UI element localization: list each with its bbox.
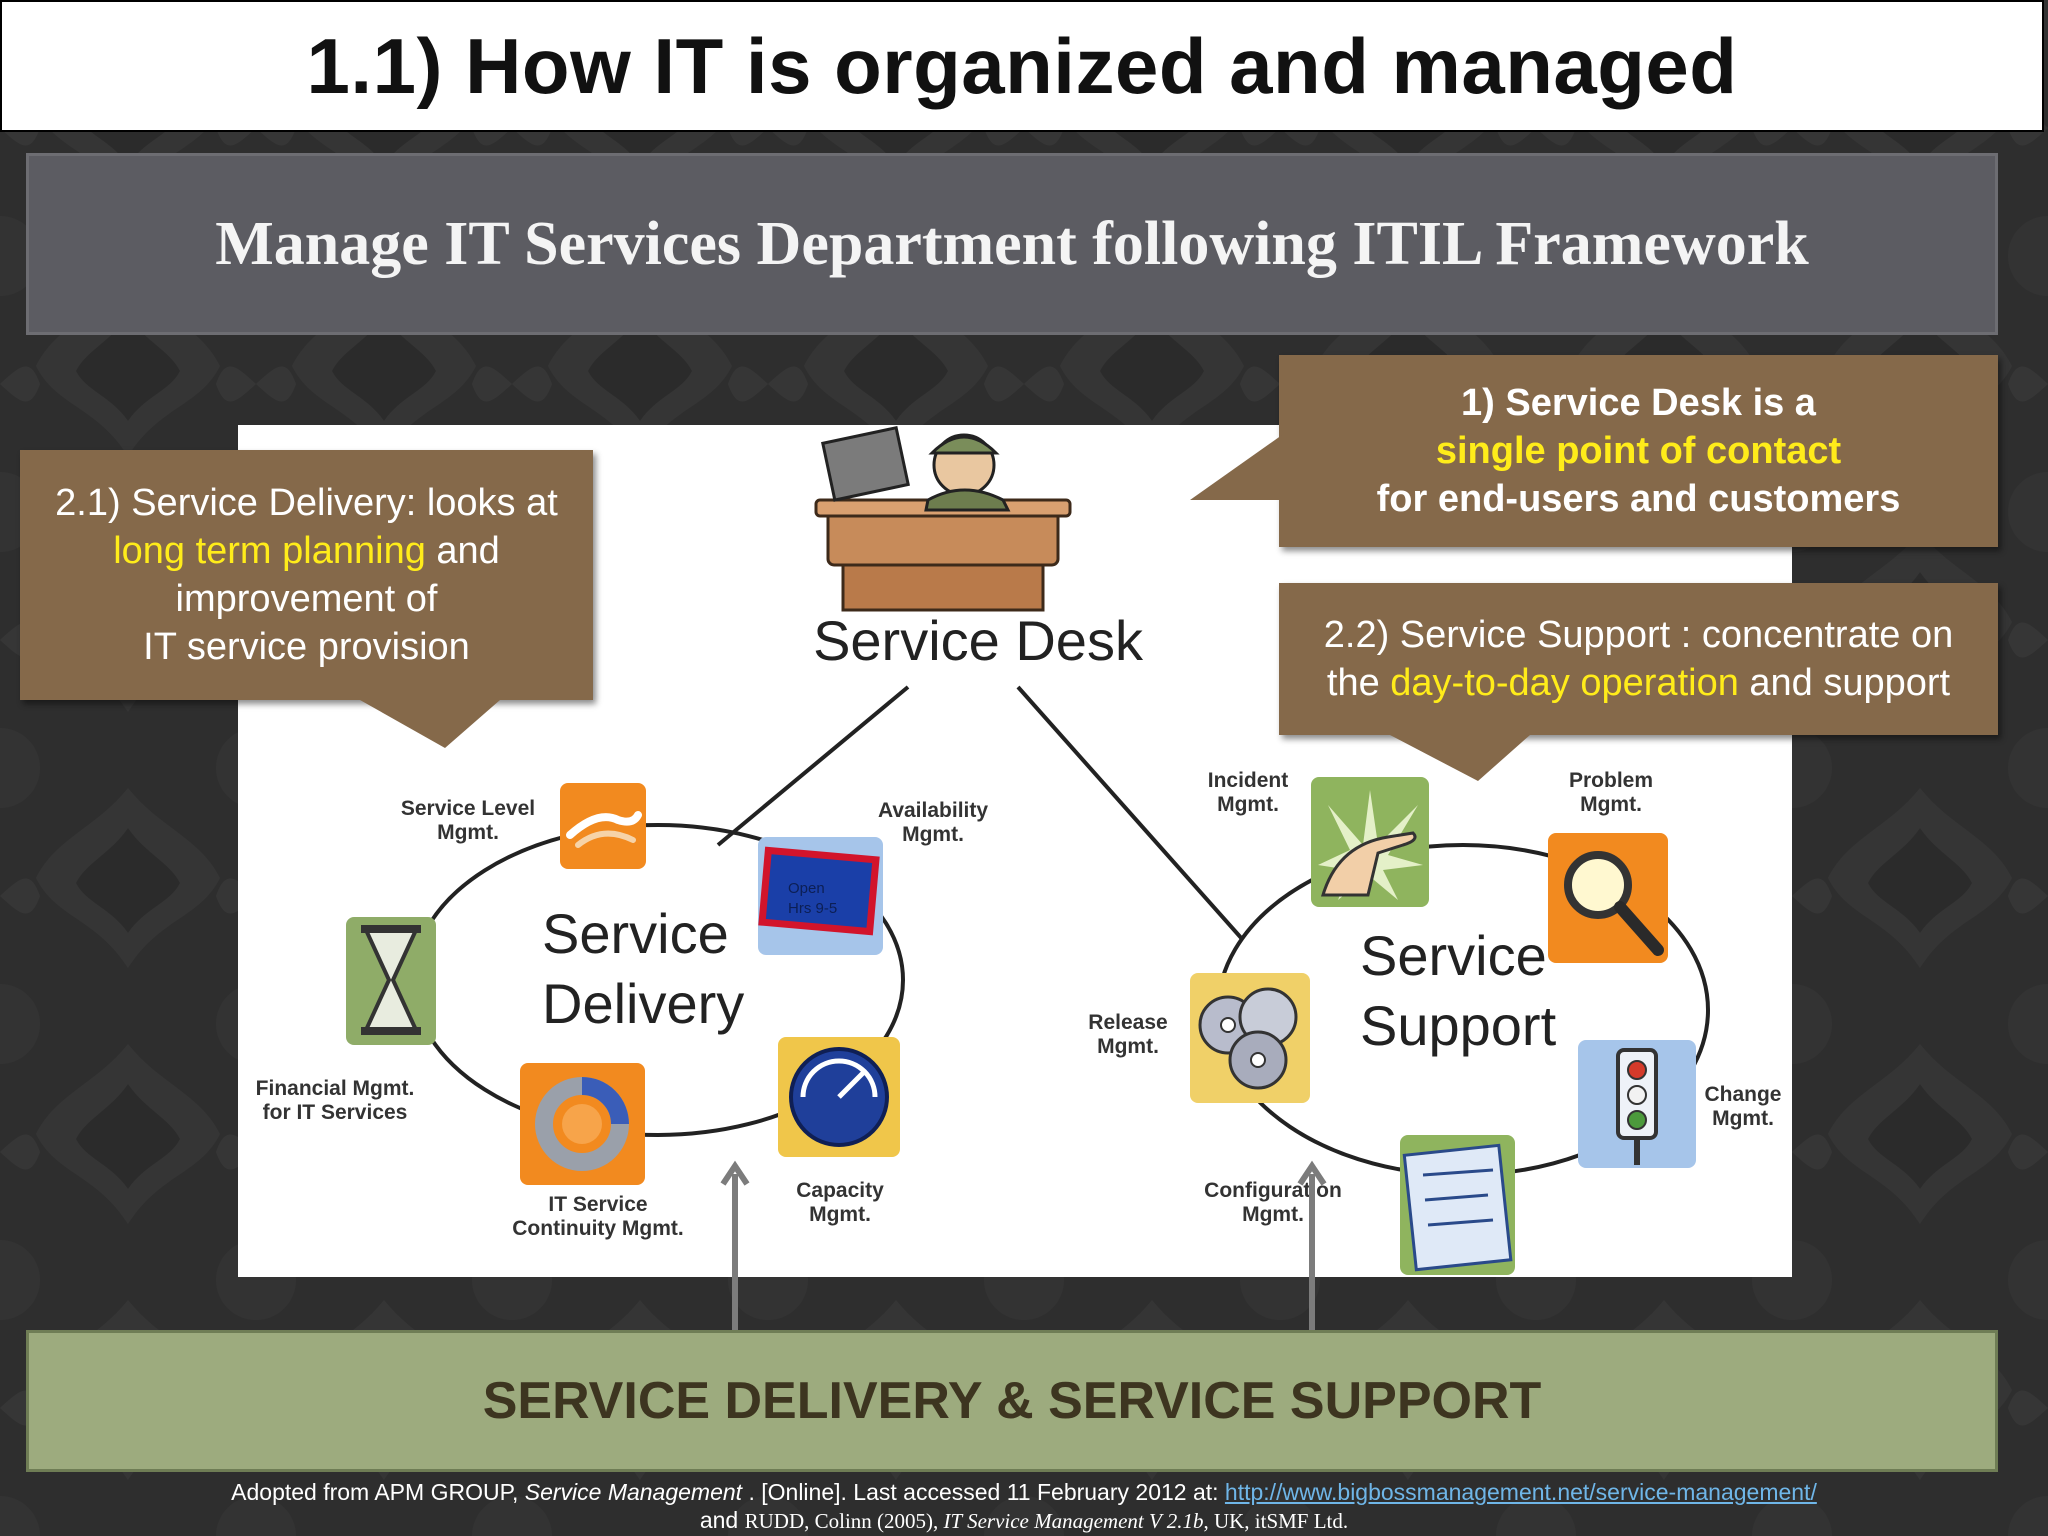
service-banner-text: SERVICE DELIVERY & SERVICE SUPPORT xyxy=(482,1372,1542,1430)
desk-to-delivery-line xyxy=(716,685,910,847)
service-support-label-line1: Service xyxy=(1360,924,1547,987)
service-desk-callout-highlight: single point of contact xyxy=(1435,430,1842,472)
service-delivery-label-line2: Delivery xyxy=(542,972,744,1035)
incident-label-1: Incident xyxy=(1208,769,1289,792)
service-desk-callout: 1) Service Desk is a single point of con… xyxy=(1279,355,1998,547)
financial-label-1: Financial Mgmt. xyxy=(256,1077,415,1100)
configuration-label-2: Mgmt. xyxy=(1242,1203,1304,1226)
capacity-label-1: Capacity xyxy=(796,1179,884,1202)
citation-line-1: Adopted from APM GROUP, Service Manageme… xyxy=(0,1478,2048,1506)
service-delivery-callout-line2-rest: and xyxy=(425,530,500,572)
pointing-hand-icon xyxy=(1311,777,1429,907)
service-delivery-label-line1: Service xyxy=(542,902,729,965)
open-sign-icon: Open Hrs 9-5 xyxy=(758,837,883,955)
gauge-icon xyxy=(778,1037,900,1157)
citation-1-pre: Adopted from APM GROUP, xyxy=(231,1479,525,1505)
continuity-label-1: IT Service xyxy=(548,1193,647,1216)
citation-link[interactable]: http://www.bigbossmanagement.net/service… xyxy=(1224,1479,1817,1505)
service-support-callout-line2-pre: the xyxy=(1326,662,1391,704)
release-label-1: Release xyxy=(1088,1011,1167,1034)
continuity-label-2: Continuity Mgmt. xyxy=(512,1217,683,1240)
hourglass-icon xyxy=(346,917,436,1045)
subtitle-bar: Manage IT Services Department following … xyxy=(26,153,1998,335)
service-support-callout-line2-rest: and support xyxy=(1738,662,1951,704)
service-desk-callout-line1: 1) Service Desk is a xyxy=(1461,382,1816,424)
slm-label-1: Service Level xyxy=(401,797,535,820)
support-up-arrow xyxy=(1297,1160,1327,1332)
service-delivery-callout-tail xyxy=(360,700,500,748)
traffic-light-icon xyxy=(1578,1040,1696,1168)
handshake-icon xyxy=(560,783,646,869)
magnifier-icon xyxy=(1548,833,1668,963)
blueprint-icon xyxy=(1400,1135,1515,1275)
citation-1-mid: . [Online]. Last accessed 11 February 20… xyxy=(742,1479,1225,1505)
service-delivery-callout: 2.1) Service Delivery: looks at long ter… xyxy=(20,450,593,700)
service-desk-label: Service Desk xyxy=(813,609,1144,672)
change-label-2: Mgmt. xyxy=(1712,1107,1774,1130)
service-delivery-callout-line2: long term planning and xyxy=(113,527,500,575)
itil-diagram-svg: Service Desk Service Delivery Service Su… xyxy=(256,425,1782,1275)
service-delivery-callout-line3: improvement of xyxy=(175,578,438,620)
service-banner: SERVICE DELIVERY & SERVICE SUPPORT xyxy=(26,1330,1998,1472)
discs-icon xyxy=(1190,973,1310,1103)
citation-2-author: RUDD, Colinn (2005), xyxy=(744,1509,944,1533)
service-support-callout: 2.2) Service Support : concentrate on th… xyxy=(1279,583,1998,735)
service-support-callout-line1: 2.2) Service Support : concentrate on xyxy=(1323,614,1954,656)
open-sign-text-2: Hrs 9-5 xyxy=(788,900,837,917)
service-support-callout-highlight: day-to-day operation xyxy=(1390,662,1739,704)
slide-title-bar: 1.1) How IT is organized and managed xyxy=(0,0,2044,132)
incident-label-2: Mgmt. xyxy=(1217,793,1279,816)
slm-label-2: Mgmt. xyxy=(437,821,499,844)
citation-2-pre: and xyxy=(699,1507,745,1533)
slide-title: 1.1) How IT is organized and managed xyxy=(306,21,1738,110)
capacity-label-2: Mgmt. xyxy=(809,1203,871,1226)
service-support-callout-tail xyxy=(1390,735,1530,781)
service-delivery-callout-highlight: long term planning xyxy=(113,530,426,572)
cycle-arrows-icon xyxy=(520,1063,645,1185)
delivery-up-arrow xyxy=(720,1160,750,1332)
citation-2-title: IT Service Management V 2.1b xyxy=(943,1509,1204,1533)
change-label-1: Change xyxy=(1704,1083,1781,1106)
citation-footer: Adopted from APM GROUP, Service Manageme… xyxy=(0,1478,2048,1535)
desk-to-support-line xyxy=(1016,685,1245,942)
service-support-callout-line2: the day-to-day operation and support xyxy=(1327,659,1950,707)
problem-label-2: Mgmt. xyxy=(1580,793,1642,816)
availability-label-1: Availability xyxy=(878,799,988,822)
slide-subtitle: Manage IT Services Department following … xyxy=(215,209,1809,278)
citation-line-2: and RUDD, Colinn (2005), IT Service Mana… xyxy=(0,1506,2048,1535)
open-sign-text-1: Open xyxy=(788,880,825,897)
configuration-label-1: Configuration xyxy=(1204,1179,1342,1202)
citation-1-title: Service Management xyxy=(524,1479,743,1505)
service-support-label-line2: Support xyxy=(1360,994,1557,1057)
citation-2-rest: , UK, itSMF Ltd. xyxy=(1203,1509,1349,1533)
financial-label-2: for IT Services xyxy=(263,1101,408,1124)
release-label-2: Mgmt. xyxy=(1097,1035,1159,1058)
service-desk-callout-tail xyxy=(1190,435,1282,500)
service-desk-callout-line3: for end-users and customers xyxy=(1376,478,1901,520)
service-delivery-callout-line4: IT service provision xyxy=(143,626,470,668)
service-desk-clipart xyxy=(814,425,1072,612)
problem-label-1: Problem xyxy=(1569,769,1653,792)
availability-label-2: Mgmt. xyxy=(902,823,964,846)
service-delivery-callout-line1: 2.1) Service Delivery: looks at xyxy=(55,482,558,524)
